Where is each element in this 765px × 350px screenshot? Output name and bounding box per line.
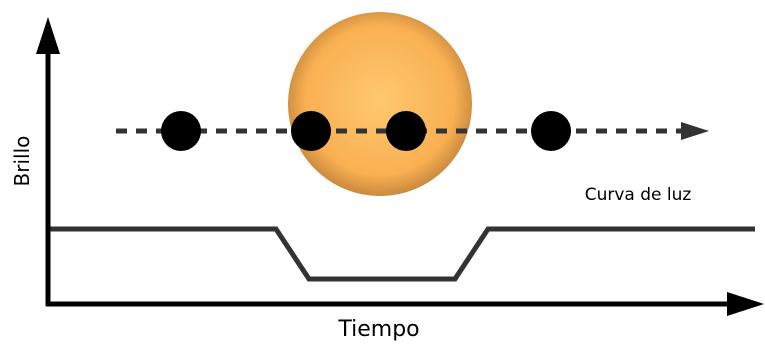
transit-path-arrow	[681, 122, 709, 140]
light-curve-label: Curva de luz	[585, 185, 692, 205]
planet-position-3	[386, 111, 426, 151]
star	[288, 12, 472, 196]
planet-position-2	[291, 111, 331, 151]
x-axis-label: Tiempo	[337, 317, 419, 342]
light-curve	[50, 226, 755, 282]
y-axis-arrow	[36, 17, 60, 54]
x-axis-arrow	[727, 292, 764, 316]
planet-position-4	[531, 111, 571, 151]
y-axis-label: Brillo	[10, 136, 34, 187]
planet-position-1	[161, 111, 201, 151]
